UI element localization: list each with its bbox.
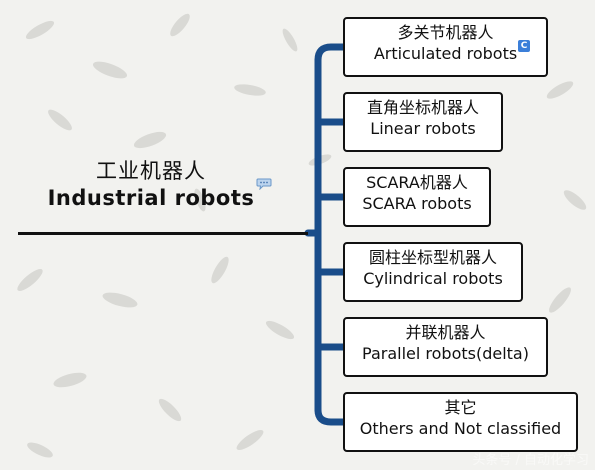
watermark-text: 头条号 / 自动化学习 [472, 453, 589, 468]
branch-label-zh: 其它 [444, 398, 477, 417]
branch-node-linear[interactable]: 直角坐标机器人 Linear robots [343, 92, 503, 152]
connector-branch-1 [314, 43, 347, 64]
root-title-en: Industrial robots [47, 186, 255, 210]
comment-icon[interactable] [256, 178, 272, 190]
branch-label-zh: 圆柱坐标型机器人 [368, 248, 497, 267]
branch-node-scara[interactable]: SCARA机器人 SCARA robots [343, 167, 491, 227]
branch-node-cylindrical[interactable]: 圆柱坐标型机器人 Cylindrical robots [343, 242, 523, 302]
branch-label-en: Parallel robots(delta) [362, 344, 529, 363]
root-title-zh: 工业机器人 [96, 159, 206, 183]
root-topic[interactable]: 工业机器人 Industrial robots [40, 158, 262, 212]
branch-label-en: Linear robots [370, 119, 476, 138]
branch-label-en: SCARA robots [362, 194, 472, 213]
branch-label-en: Articulated robots [373, 44, 518, 63]
branch-label-zh: 直角坐标机器人 [366, 98, 479, 117]
branch-label-zh: 并联机器人 [405, 323, 486, 342]
root-underline [18, 232, 308, 235]
branch-node-others[interactable]: 其它 Others and Not classified [343, 392, 578, 452]
branch-node-articulated[interactable]: 多关节机器人 Articulated robots [343, 17, 548, 77]
connector-branch-6 [314, 406, 347, 426]
branch-label-zh: 多关节机器人 [397, 23, 494, 42]
c-badge-icon[interactable]: C [518, 40, 530, 52]
branch-label-en: Others and Not classified [359, 419, 562, 438]
branch-label-zh: SCARA机器人 [366, 173, 468, 192]
branch-label-en: Cylindrical robots [363, 269, 503, 288]
branch-node-parallel[interactable]: 并联机器人 Parallel robots(delta) [343, 317, 548, 377]
